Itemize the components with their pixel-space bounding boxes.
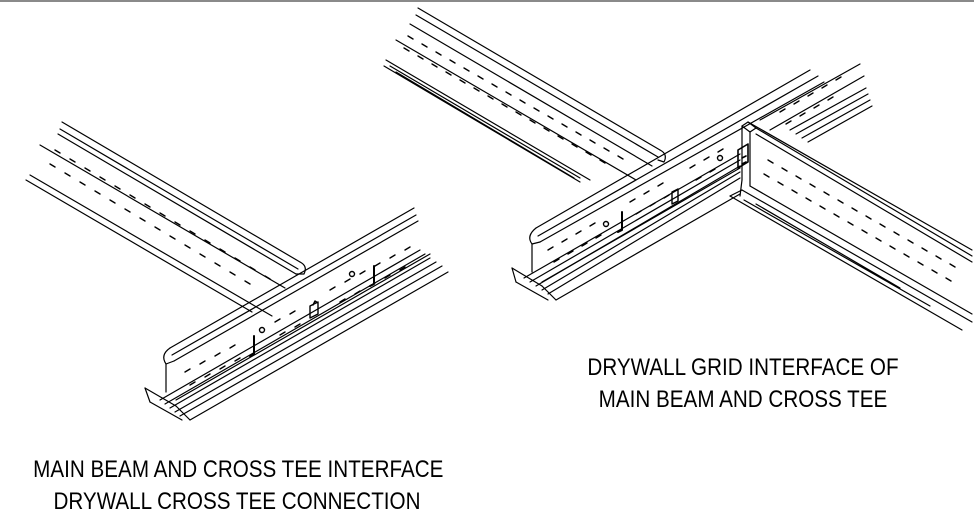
right-main-beam-back	[383, 7, 666, 183]
left-assembly	[25, 121, 449, 421]
left-main-beam-slots	[49, 149, 271, 285]
right-cross-tee	[511, 63, 873, 301]
window-top-border	[0, 0, 974, 2]
left-caption-line-2: DRYWALL CROSS TEE CONNECTION	[53, 488, 421, 515]
right-main-beam-front-slots	[763, 159, 956, 282]
left-cross-tee	[144, 207, 449, 421]
left-caption-line-1: MAIN BEAM AND CROSS TEE INTERFACE	[33, 456, 444, 483]
right-assembly	[383, 7, 973, 331]
right-cross-tee-slots	[547, 76, 842, 263]
left-caption: MAIN BEAM AND CROSS TEE INTERFACE DRYWAL…	[33, 454, 444, 518]
right-main-beam-back-slots	[403, 35, 624, 164]
right-caption-line-2: MAIN BEAM AND CROSS TEE	[598, 386, 888, 413]
right-main-beam-front	[729, 121, 973, 331]
left-main-beam	[25, 121, 306, 317]
right-caption: DRYWALL GRID INTERFACE OF MAIN BEAM AND …	[568, 352, 917, 416]
right-caption-line-1: DRYWALL GRID INTERFACE OF	[587, 354, 899, 381]
left-cross-tee-slots	[184, 246, 411, 386]
